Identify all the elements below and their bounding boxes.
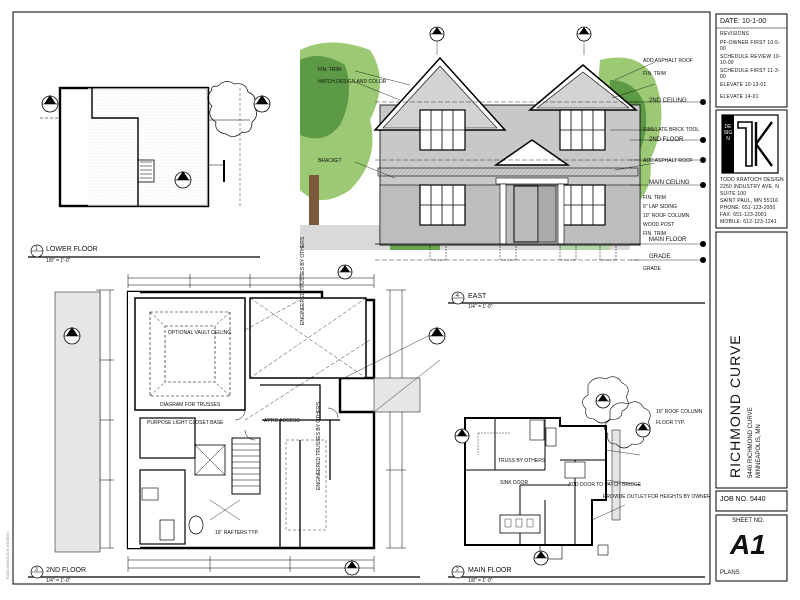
- view-title: LOWER FLOOR: [46, 246, 98, 253]
- section-marker: [454, 428, 470, 444]
- plan-note: OPTIONAL VAULT CEILING: [168, 330, 232, 336]
- plan-note: ENGINEERED TRUSSES BY OTHERS: [300, 236, 306, 325]
- main-floor-plan: [464, 376, 651, 560]
- plan-note: 10" ROOF COLUMN: [656, 409, 703, 415]
- elevation-note: SIMULATE BRICK TOOL: [643, 127, 700, 133]
- view-number: 2: [456, 567, 459, 573]
- revision-item: ELEVATE 14-01: [720, 94, 759, 100]
- revision-item: SCHEDULE REVIEW 10-10-00: [720, 54, 781, 66]
- plan-note: FLOOR TYP.: [656, 420, 685, 426]
- elevation-note: FIN. TRIM: [643, 195, 666, 201]
- elevation-note: GRADE: [643, 266, 661, 272]
- firm-line: MOBILE: 612-123-1241: [720, 219, 777, 225]
- section-marker: [533, 550, 549, 566]
- firm-line: TODD KRATOCH DESIGN: [720, 177, 784, 183]
- view-scale: 1/4" = 1'-0": [46, 578, 71, 584]
- plan-note: ATTIC ACCESS: [264, 418, 300, 424]
- plan-note: DIAGRAM FOR TRUSSES: [160, 402, 221, 408]
- sheet-border: [12, 11, 711, 585]
- view-number: 4: [456, 293, 459, 299]
- firm-line: SAINT PAUL, MN 55116: [720, 198, 779, 204]
- plan-note: SINK DOOR: [500, 480, 529, 486]
- view-title: 2ND FLOOR: [46, 567, 87, 574]
- elevation-note: MAIN FLOOR: [649, 237, 687, 243]
- elevation-note: FIN. TRIM: [643, 231, 666, 237]
- view-number: 1: [35, 246, 38, 252]
- view-scale: 1/8" = 1'-0": [468, 578, 493, 584]
- section-marker: [337, 264, 353, 280]
- plan-note: PROVIDE OUTLET FOR HEIGHTS BY OWNER: [603, 494, 711, 500]
- section-marker: [63, 327, 81, 345]
- plan-note: 16" RAFTERS TYP.: [215, 530, 259, 536]
- elevation-note: 6" LAP SIDING: [643, 204, 677, 210]
- sheet-title: PLANS: [720, 570, 740, 576]
- section-marker: [428, 327, 446, 345]
- view-title: EAST: [468, 293, 487, 300]
- section-marker: [576, 26, 592, 55]
- elevation-note: 2ND FLOOR: [649, 137, 684, 143]
- east-elevation: [300, 42, 706, 263]
- margin-credit: TODD KRATOCH DESIGN: [5, 531, 10, 580]
- elevation-note: FIN. TRIM: [318, 67, 341, 73]
- plan-note: ENGINEERED TRUSSES BY OTHERS: [316, 401, 322, 490]
- tree-left: [300, 42, 380, 250]
- elevation-note: 10" ROOF COLUMN: [643, 213, 690, 219]
- revisions-heading: REVISIONS: [720, 31, 750, 37]
- elevation-note: GRADE: [649, 254, 671, 260]
- section-marker: [174, 171, 192, 189]
- plan-note: PURPOSE LIGHT CLOSET BASE: [147, 420, 224, 426]
- elevation-note: MAIN CEILING: [649, 180, 690, 186]
- second-floor-plan: [54, 274, 441, 572]
- section-marker: [429, 26, 445, 55]
- elevation-note: FIN. TRIM: [643, 71, 666, 77]
- section-marker: [41, 95, 59, 113]
- section-marker: [253, 95, 271, 113]
- view-number: 3: [35, 567, 38, 573]
- revision-item: PF-OWNER FIRST 10-5-00: [720, 40, 781, 52]
- section-marker: [635, 422, 651, 438]
- revision-item: SCHEDULE FIRST 11-3-00: [720, 68, 780, 80]
- view-title: MAIN FLOOR: [468, 567, 512, 574]
- elevation-note: ADD ASPHALT ROOF: [643, 158, 693, 164]
- plan-note: TRUSS BY OTHERS: [498, 458, 546, 464]
- date-text: DATE: 10-1-00: [720, 18, 767, 25]
- logo-side-text: DESIGN: [723, 124, 733, 142]
- project-name: RICHMOND CURVE: [727, 334, 743, 478]
- elevation-note: ADD ASPHALT ROOF: [643, 58, 693, 64]
- firm-line: PHONE: 651-123-2000: [720, 205, 776, 211]
- lower-floor-plan: [40, 81, 257, 208]
- logo-letters: TK: [738, 150, 739, 151]
- job-number: JOB NO. 5440: [720, 496, 766, 503]
- firm-line: FAX: 651-123-2001: [720, 212, 767, 218]
- section-marker: [595, 393, 611, 409]
- title-block-frame: [715, 13, 788, 582]
- sheet-no-label: SHEET NO.: [732, 518, 765, 524]
- view-scale: 1/4" = 1'-0": [468, 304, 493, 310]
- section-marker: [344, 560, 360, 576]
- elevation-note: 2ND CEILING: [649, 98, 687, 104]
- firm-line: SUITE 100: [720, 191, 747, 197]
- level-marker: [630, 99, 706, 263]
- revision-item: ELEVATE 10-13-01: [720, 82, 767, 88]
- dimension-lines: [96, 274, 406, 572]
- plan-note: ADD DOOR TO PATCH BRIDGE: [568, 482, 642, 488]
- elevation-note: HATCH DESIGN AND COLOR: [318, 79, 387, 85]
- elevation-note: WOOD POST: [643, 222, 675, 228]
- project-address-line: MINNEAPOLIS, MN: [756, 424, 762, 478]
- view-scale: 1/8" = 1'-0": [46, 258, 71, 264]
- sheet-number: A1: [730, 529, 766, 560]
- elevation-note: BRACKET: [318, 158, 342, 164]
- firm-line: 2250 INDUSTRY AVE. N: [720, 184, 780, 190]
- project-address-line: 5440 RICHMOND CURVE: [748, 407, 754, 478]
